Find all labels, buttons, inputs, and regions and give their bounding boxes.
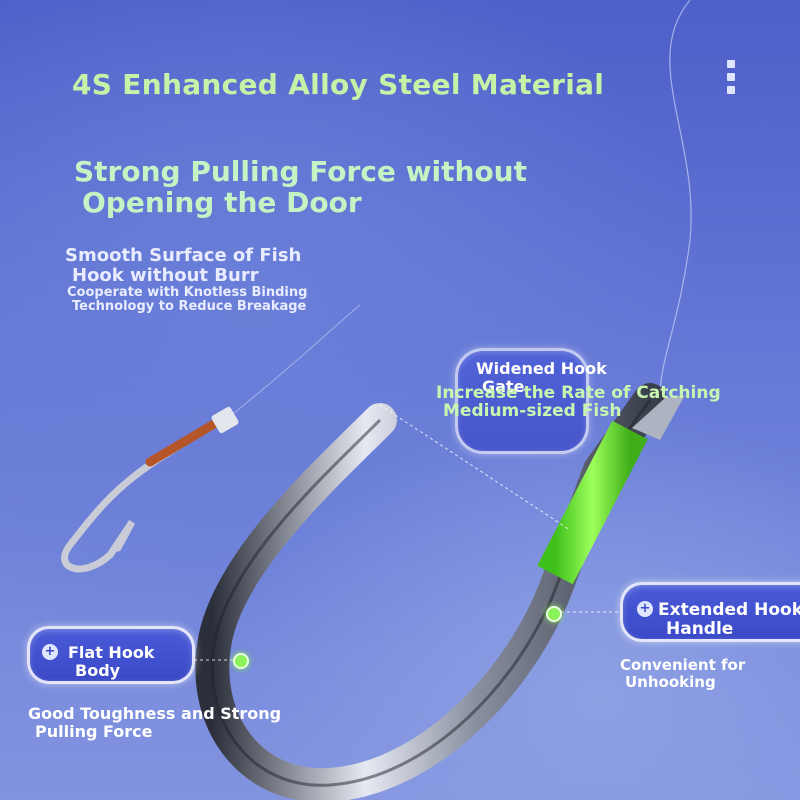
handle-marker [546,606,562,622]
flat-label2: Body [75,661,121,680]
big-hook [195,383,667,800]
green-wrap [537,420,648,585]
flat-hook-body-badge[interactable]: + [27,626,195,684]
surface-sub1: Cooperate with Knotless Binding [67,285,308,300]
widened-label1: Widened Hook [476,359,607,378]
main-title: 4S Enhanced Alloy Steel Material [72,68,605,101]
extended-desc2: Unhooking [625,673,716,691]
fishing-line [659,0,692,396]
widened-label2: Gate [482,377,525,396]
small-hook-line [227,304,361,419]
surface-line1: Smooth Surface of Fish [65,245,302,266]
headline-line2: Opening the Door [82,186,362,219]
small-hook [61,420,218,573]
extended-handle-badge[interactable]: + [620,582,800,642]
flat-desc1: Good Toughness and Strong [28,704,282,723]
plus-icon: + [637,601,653,617]
extended-label2: Handle [666,619,734,639]
surface-sub2: Technology to Reduce Breakage [72,299,307,314]
widened-desc1: Increase the Rate of Catching [436,383,721,403]
extended-label1: Extended Hook [658,600,800,620]
widened-desc2: Medium-sized Fish [443,401,622,421]
vertical-dots-icon[interactable] [727,60,735,99]
widened-hook-gate-badge[interactable] [455,348,589,454]
flat-label1: Flat Hook [68,643,155,662]
flat-desc2: Pulling Force [35,722,153,741]
headline-line1: Strong Pulling Force without [74,155,528,188]
plus-icon: + [42,644,58,660]
flat-body-marker [233,653,249,669]
surface-line2: Hook without Burr [72,265,259,286]
extended-desc1: Convenient for [620,656,746,674]
